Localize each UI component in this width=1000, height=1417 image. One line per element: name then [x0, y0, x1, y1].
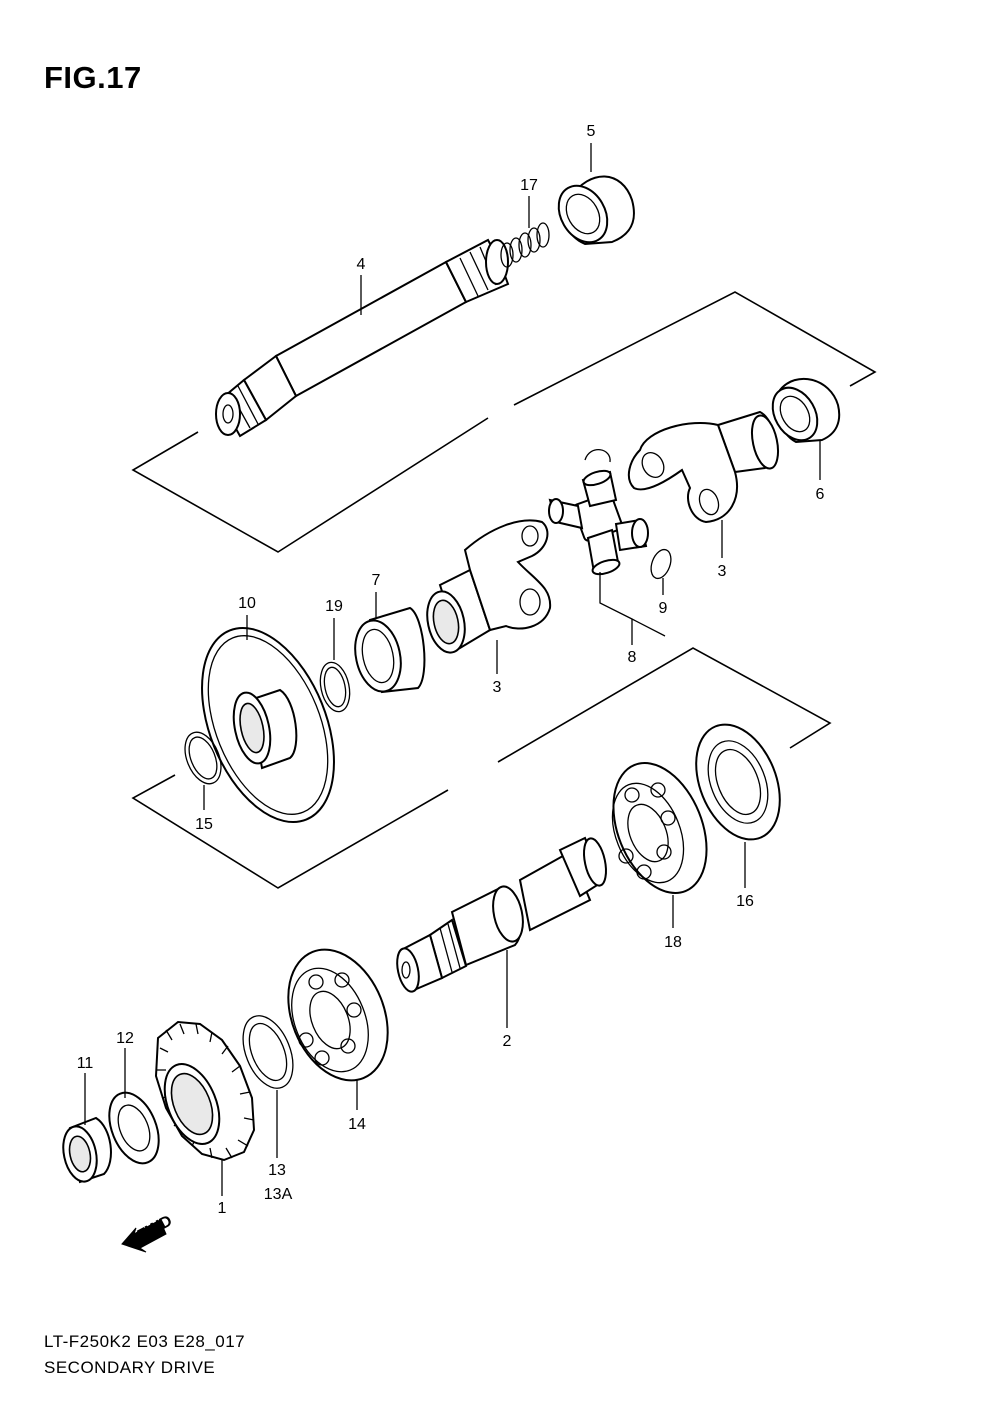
figure-title: FIG.17 — [44, 60, 142, 95]
callout-9: 9 — [659, 600, 668, 617]
bearing-14 — [287, 948, 389, 1082]
callout-18: 18 — [664, 934, 682, 951]
upper-group-outline — [131, 291, 877, 553]
lower-group-outline — [131, 647, 832, 889]
oil-seal-16 — [695, 723, 781, 841]
nut-11 — [62, 1116, 112, 1184]
callout-8: 8 — [628, 649, 637, 666]
callout-15: 15 — [195, 816, 213, 833]
callout-13a: 13A — [264, 1186, 293, 1203]
yoke-lower — [426, 519, 552, 654]
callout-2: 2 — [503, 1033, 512, 1050]
forward-direction-icon: FWD — [121, 1212, 175, 1253]
callout-16: 16 — [736, 893, 754, 910]
callout-7: 7 — [372, 572, 381, 589]
callout-5: 5 — [587, 123, 596, 140]
callout-labels: 5 17 4 6 3 9 8 3 7 19 10 15 16 18 2 14 1… — [77, 123, 825, 1217]
callout-6: 6 — [816, 486, 825, 503]
cover-disc — [201, 626, 335, 824]
shim-13 — [242, 1015, 294, 1089]
washer-12 — [108, 1091, 160, 1165]
propeller-shaft — [215, 238, 510, 438]
callout-13: 13 — [268, 1162, 286, 1179]
universal-joint-spider — [548, 449, 649, 576]
snap-ring — [319, 661, 351, 713]
circlip-9 — [650, 548, 672, 580]
boot-right — [771, 377, 841, 444]
bevel-gear — [154, 1020, 256, 1162]
callout-14: 14 — [348, 1116, 366, 1133]
callout-3-lower: 3 — [493, 679, 502, 696]
o-ring-15 — [184, 731, 222, 785]
drive-shaft — [396, 836, 607, 993]
section-name: SECONDARY DRIVE — [44, 1358, 216, 1377]
collar — [354, 606, 426, 694]
callout-12: 12 — [116, 1030, 134, 1047]
boot-upper — [557, 175, 635, 246]
callout-4: 4 — [357, 256, 366, 273]
callout-10: 10 — [238, 595, 256, 612]
callout-11: 11 — [77, 1055, 94, 1072]
callout-1: 1 — [218, 1200, 227, 1217]
callout-19: 19 — [325, 598, 343, 615]
callout-17: 17 — [520, 177, 538, 194]
leader-lines — [84, 143, 821, 1196]
yoke-upper — [627, 410, 780, 524]
callout-3-upper: 3 — [718, 563, 727, 580]
model-code: LT-F250K2 E03 E28_017 — [44, 1332, 246, 1351]
bearing-18 — [611, 762, 708, 894]
spring — [500, 222, 550, 268]
